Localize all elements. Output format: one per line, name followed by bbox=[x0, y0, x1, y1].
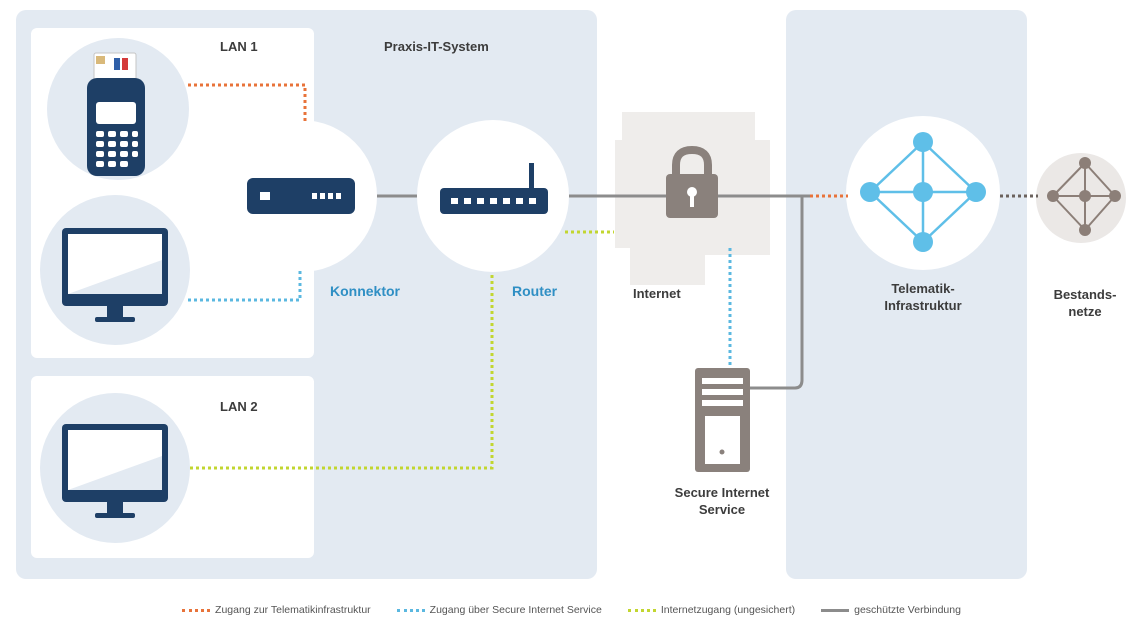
protected-line-sis bbox=[750, 196, 804, 390]
telematik-infrastruktur-label: Telematik- Infrastruktur bbox=[862, 280, 984, 314]
ti-access-line-card bbox=[188, 83, 307, 122]
legend-item-protected: geschützte Verbindung bbox=[821, 604, 961, 616]
lan2-label: LAN 2 bbox=[220, 399, 258, 414]
sis-label-line1: Secure Internet bbox=[674, 485, 770, 500]
bestand-label-line1: Bestands- bbox=[1053, 287, 1117, 302]
bestandsnetze-nodes bbox=[1047, 157, 1121, 236]
sis-label-line2: Service bbox=[698, 502, 746, 517]
legend-swatch-internet bbox=[627, 608, 656, 612]
router-device-icon bbox=[440, 163, 548, 214]
konnektor-label: Konnektor bbox=[330, 283, 400, 299]
legend-label-internet: Internetzugang (ungesichert) bbox=[660, 604, 796, 616]
server-icon bbox=[695, 368, 750, 472]
legend: Zugang zur Telematikinfrastruktur Zugang… bbox=[0, 597, 1143, 623]
legend-swatch-sis bbox=[396, 608, 425, 612]
internet-label: Internet bbox=[633, 286, 681, 301]
sis-access-line-monitor bbox=[188, 270, 302, 302]
legend-label-protected: geschützte Verbindung bbox=[854, 604, 961, 616]
lan1-monitor-icon bbox=[62, 228, 168, 322]
bestand-label-line2: netze bbox=[1068, 304, 1102, 319]
lock-icon bbox=[666, 145, 718, 218]
bestandsnetze-label: Bestands- netze bbox=[1040, 286, 1130, 320]
konnektor-device-icon bbox=[247, 178, 355, 214]
legend-swatch-ti bbox=[182, 608, 211, 612]
internet-access-line-lan2 bbox=[190, 272, 494, 470]
ti-label-line2: Infrastruktur bbox=[884, 298, 962, 313]
legend-label-ti: Zugang zur Telematikinfrastruktur bbox=[215, 604, 371, 616]
lan1-label: LAN 1 bbox=[220, 39, 258, 54]
legend-item-ti: Zugang zur Telematikinfrastruktur bbox=[182, 604, 371, 616]
router-label: Router bbox=[512, 283, 558, 299]
praxis-it-system-label: Praxis-IT-System bbox=[384, 39, 489, 54]
legend-item-internet: Internetzugang (ungesichert) bbox=[627, 604, 796, 616]
secure-internet-service-label: Secure Internet Service bbox=[662, 484, 782, 518]
telematik-panel bbox=[786, 10, 1027, 579]
ti-network-nodes bbox=[860, 132, 986, 252]
lan2-monitor-icon bbox=[62, 424, 168, 518]
legend-swatch-protected bbox=[821, 608, 850, 612]
card-terminal-icon bbox=[87, 52, 145, 176]
ti-label-line1: Telematik- bbox=[891, 281, 955, 296]
legend-item-sis: Zugang über Secure Internet Service bbox=[396, 604, 602, 616]
legend-label-sis: Zugang über Secure Internet Service bbox=[429, 604, 602, 616]
